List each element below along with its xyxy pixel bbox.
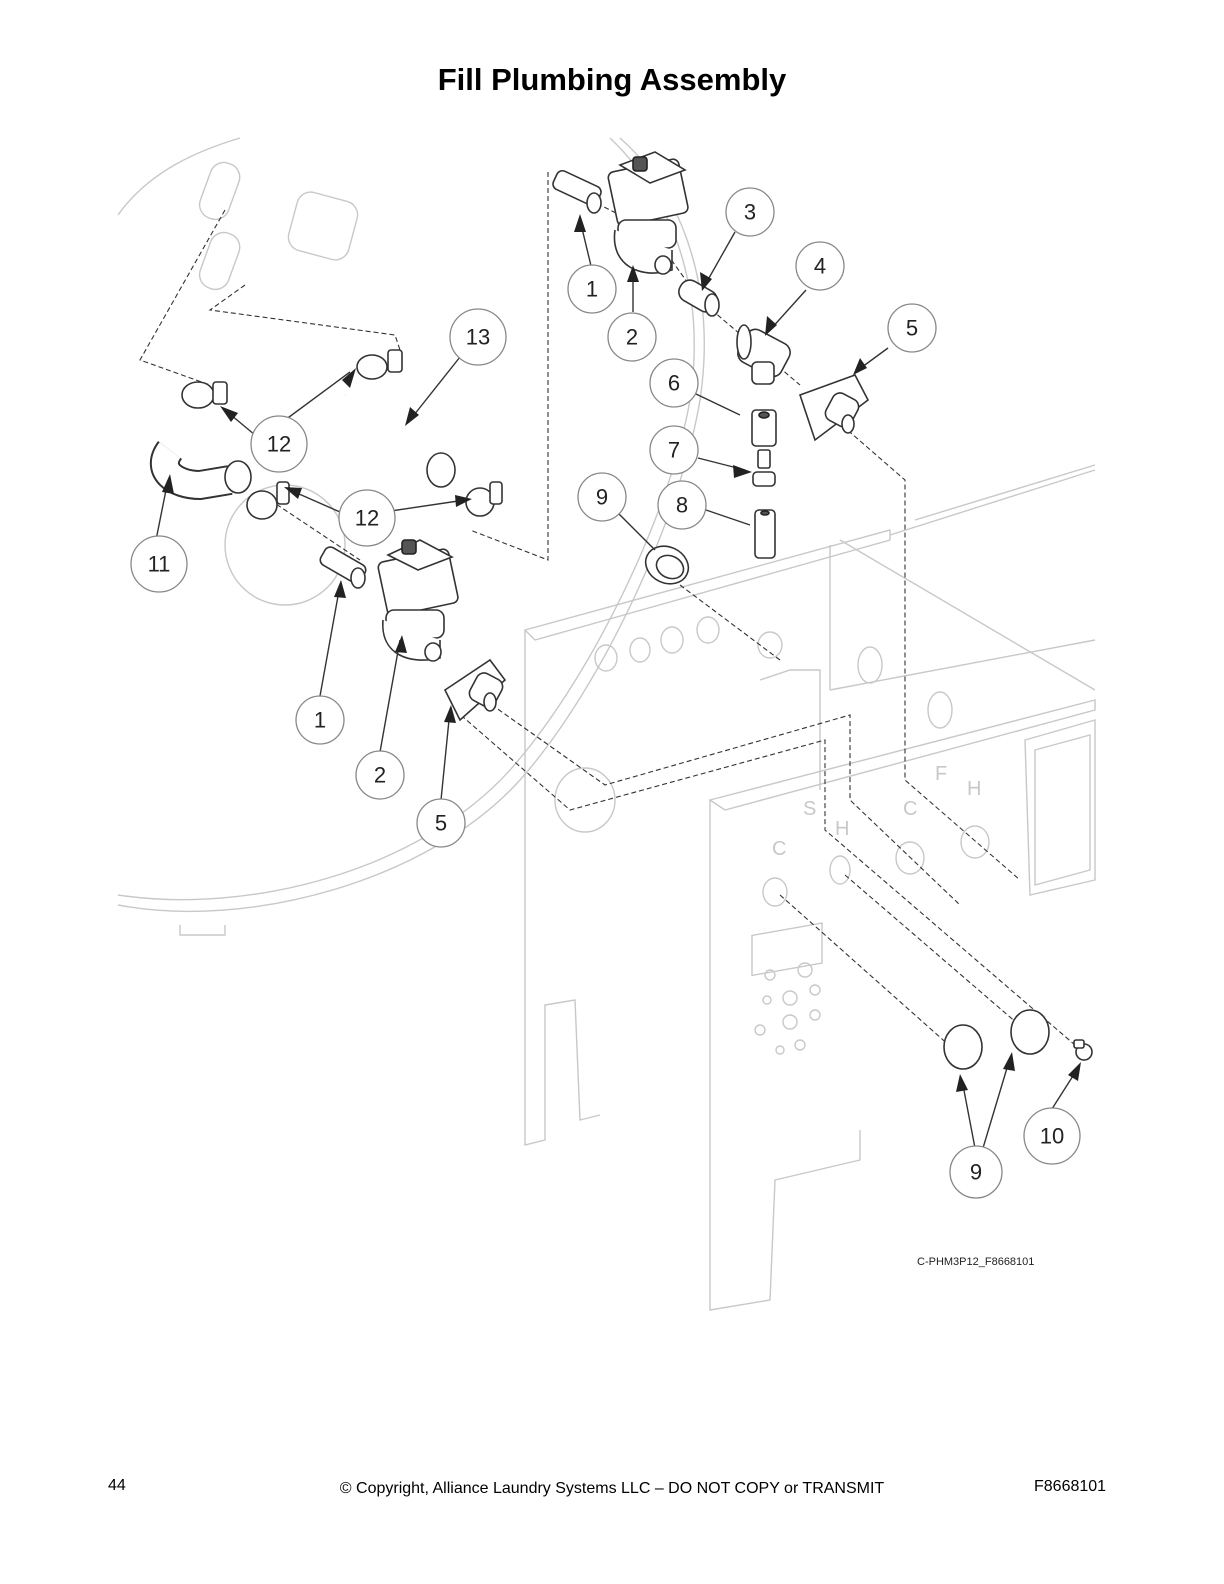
copyright-notice: © Copyright, Alliance Laundry Systems LL… [339,1480,885,1497]
assembly-lines [139,172,1076,1056]
callout-bubble: 5 [887,303,937,353]
grommet-part-9-upper [644,545,690,585]
nipple-part-3 [678,279,720,317]
callout-bubble: 7 [649,425,699,475]
screw-part-10 [1073,1039,1093,1061]
flange-part-5-lower [443,658,507,722]
callout-bubble: 12 [250,415,308,473]
barb-part-7 [752,449,776,487]
callout-bubble: 1 [295,695,345,745]
page-title: Fill Plumbing Assembly [437,62,787,97]
hose-barb-lower [319,546,367,589]
hose-barb-upper [552,169,602,214]
callout-number: 2 [374,763,386,788]
panel-markings: S F H C H C [772,763,981,860]
callout-number: 12 [355,506,379,531]
panel-letter: H [835,818,849,840]
callout-number: 7 [668,438,680,463]
callout-bubble: 4 [795,241,845,291]
callout-number: 5 [906,316,918,341]
callout-number: 13 [466,325,490,350]
panel-letter: H [967,778,981,800]
callout-bubble: 12 [338,489,396,547]
document-number: F8668101 [1034,1478,1107,1495]
callout-bubble: 2 [355,750,405,800]
callout-bubble: 2 [607,312,657,362]
callout-bubble: 5 [416,798,466,848]
callout-bubble: 3 [725,187,775,237]
panel-letter: C [903,798,917,820]
page-number: 44 [108,1477,126,1494]
callout-number: 12 [267,432,291,457]
hose-part-13 [326,387,456,488]
callout-number: 10 [1040,1124,1064,1149]
callout-bubble: 10 [1023,1107,1081,1165]
solenoid-valve-upper [607,151,689,275]
tube-part-8 [754,509,776,559]
flange-part-5-upper [798,374,870,442]
solenoid-valve-lower [377,539,459,662]
callout-number: 1 [586,277,598,302]
callout-number: 9 [596,485,608,510]
panel-letter: F [935,763,947,785]
callout-number: 8 [676,493,688,518]
callout-number: 11 [148,552,171,577]
plugs-part-9-lower [943,1009,1050,1070]
callout-bubble: 6 [649,358,699,408]
callout-number: 2 [626,325,638,350]
adapter-part-6 [751,409,777,447]
machine-ghost-outline [117,137,1096,1311]
callout-bubble: 9 [577,472,627,522]
panel-letter: C [772,838,786,860]
panel-letter: S [803,798,816,820]
tee-fitting-part-4 [736,324,791,385]
callout-bubble: 9 [949,1145,1003,1199]
callout-number: 5 [435,811,447,836]
callout-number: 4 [814,254,826,279]
callout-number: 6 [668,371,680,396]
callout-number: 3 [744,200,756,225]
hose-clamps-part-12 [181,349,503,520]
drawing-id: C-PHM3P12_F8668101 [917,1256,1034,1268]
callout-number: 9 [970,1160,982,1185]
callout-bubble: 1 [567,264,617,314]
callout-number: 1 [314,708,326,733]
callouts: 1 2 3 4 5 6 7 8 9 13 12 11 12 1 2 5 9 10 [130,187,1081,1199]
elbow-hose-part-11 [149,441,252,501]
callout-bubble: 11 [130,535,188,593]
callout-bubble: 13 [449,308,507,366]
callout-bubble: 8 [657,480,707,530]
